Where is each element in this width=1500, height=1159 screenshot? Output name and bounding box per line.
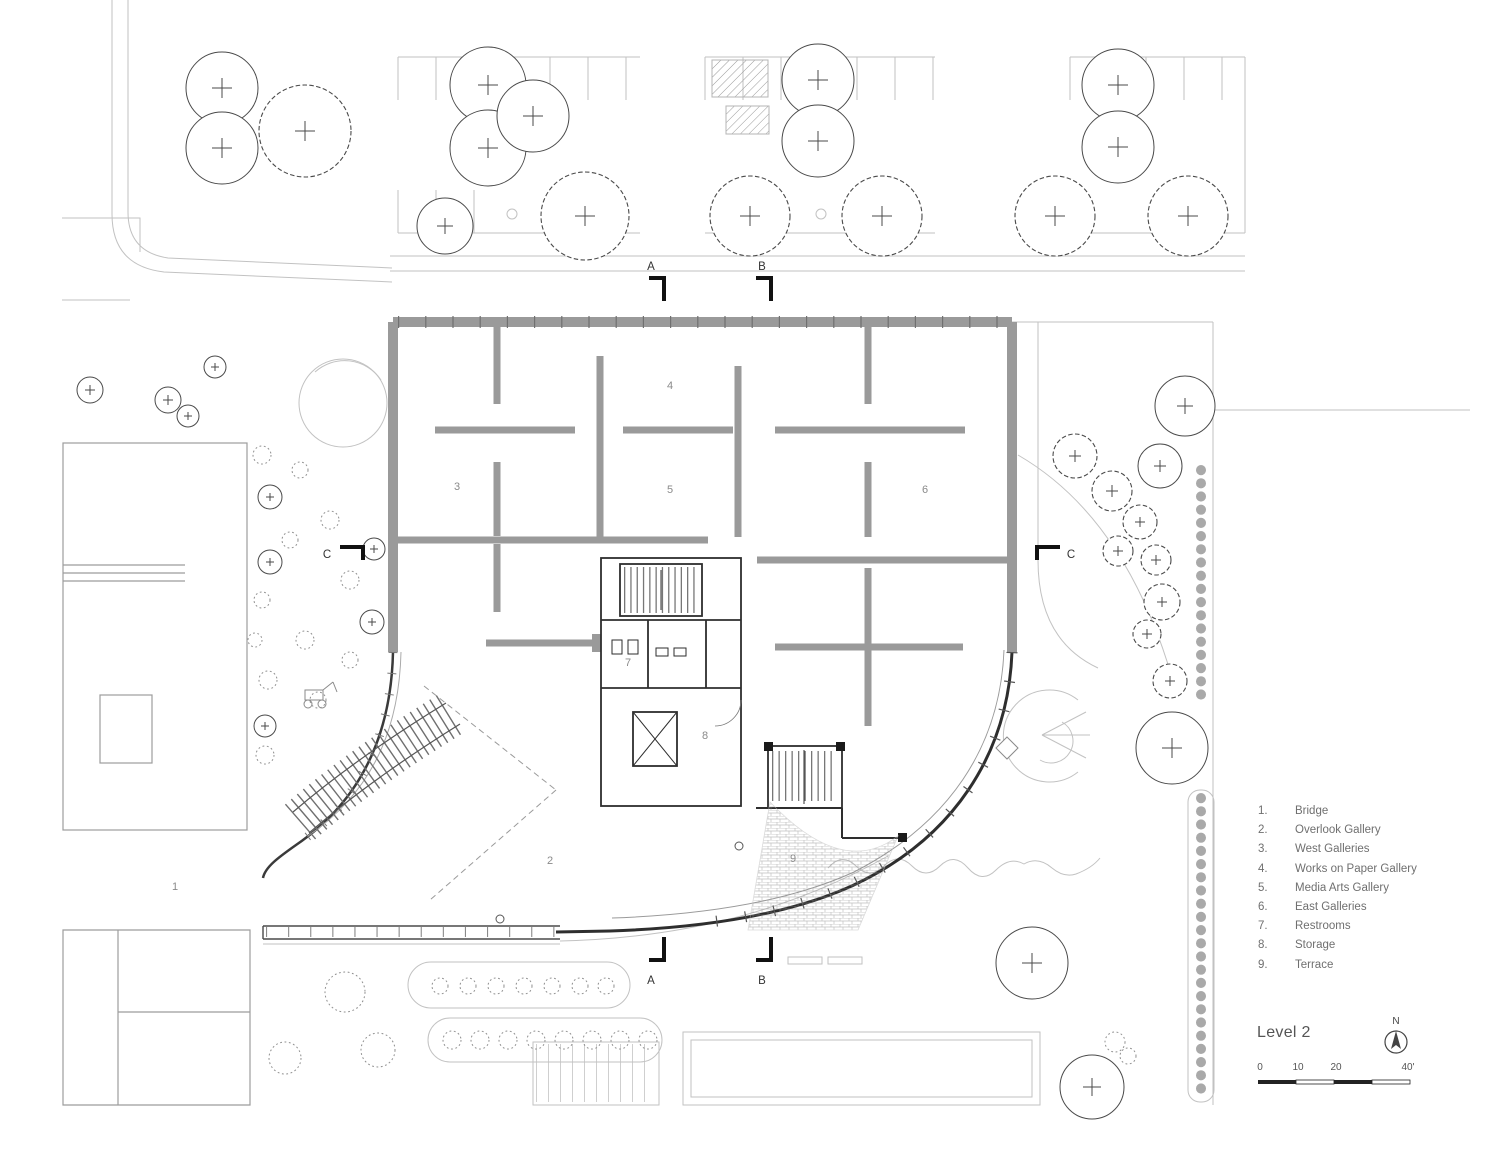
legend: 1. Bridge 2. Overlook Gallery 3. West Ga… xyxy=(1258,802,1417,975)
legend-item-number: 3. xyxy=(1258,843,1268,856)
scale-segment xyxy=(1334,1080,1372,1084)
section-mark-a-top xyxy=(649,276,666,301)
legend-item-restrooms: 7. Restrooms xyxy=(1258,917,1417,936)
scale-bar: 0 10 20 40' xyxy=(1257,1062,1415,1085)
room-label-7: 7 xyxy=(625,657,631,669)
room-label-8: 8 xyxy=(702,730,708,742)
legend-item-label: Terrace xyxy=(1295,958,1334,971)
adjacent-buildings-layer xyxy=(62,442,1041,1106)
section-letter-c-left: C xyxy=(323,549,331,561)
legend-item-number: 1. xyxy=(1258,805,1268,817)
scale-tick-10: 10 xyxy=(1292,1062,1304,1073)
room-label-1: 1 xyxy=(172,881,178,893)
section-mark-c-left xyxy=(340,545,365,560)
scalloped-tree-icons xyxy=(258,84,1229,699)
section-mark-a-bottom xyxy=(649,937,666,962)
legend-item-storage: 8. Storage xyxy=(1258,936,1417,955)
scale-segment xyxy=(1371,1079,1411,1085)
legend-item-label: Works on Paper Gallery xyxy=(1295,862,1417,875)
section-letter-b-bottom: B xyxy=(758,975,766,987)
section-mark-c-right xyxy=(1035,545,1060,560)
legend-item-number: 5. xyxy=(1258,881,1268,894)
room-label-4: 4 xyxy=(667,380,673,392)
north-arrow-label: N xyxy=(1392,1016,1399,1027)
service-core xyxy=(600,557,742,807)
scale-tick-40: 40' xyxy=(1401,1062,1414,1073)
legend-item-works-on-paper-gallery: 4. Works on Paper Gallery xyxy=(1258,860,1417,879)
scale-tick-20: 20 xyxy=(1330,1062,1342,1073)
shrubs-layer xyxy=(247,445,1137,1075)
section-markers: A B A B C C xyxy=(323,261,1075,987)
scale-tick-0: 0 xyxy=(1257,1062,1263,1073)
room-label-2: 2 xyxy=(547,855,553,867)
scale-segment xyxy=(1258,1080,1296,1084)
north-arrow-needle xyxy=(1391,1031,1401,1049)
trees-layer xyxy=(76,43,1229,1120)
section-letter-c-right: C xyxy=(1067,549,1075,561)
legend-item-bridge: 1. Bridge xyxy=(1258,802,1417,821)
bridge xyxy=(262,841,744,945)
legend-item-label: Restrooms xyxy=(1295,920,1351,933)
round-tree-icons xyxy=(76,43,1216,1120)
curved-stair xyxy=(284,685,557,901)
legend-item-label: Media Arts Gallery xyxy=(1295,881,1389,894)
scale-segment xyxy=(1295,1079,1335,1085)
room-label-5: 5 xyxy=(667,484,673,496)
legend-item-label: Overlook Gallery xyxy=(1295,824,1381,837)
legend-item-east-galleries: 6. East Galleries xyxy=(1258,898,1417,917)
legend-item-label: Storage xyxy=(1295,939,1336,952)
room-label-3: 3 xyxy=(454,481,460,493)
legend-item-overlook-gallery: 2. Overlook Gallery xyxy=(1258,821,1417,840)
legend-item-media-arts-gallery: 5. Media Arts Gallery xyxy=(1258,879,1417,898)
equipment-icon xyxy=(303,681,338,709)
room-labels: 1 2 3 4 5 6 7 8 9 xyxy=(172,380,928,893)
legend-item-number: 4. xyxy=(1258,862,1268,875)
legend-item-number: 7. xyxy=(1258,920,1268,933)
legend-item-number: 8. xyxy=(1258,939,1268,952)
section-mark-b-bottom xyxy=(756,937,773,962)
legend-item-number: 6. xyxy=(1258,901,1268,914)
section-letter-a-top: A xyxy=(647,261,655,273)
legend-item-label: West Galleries xyxy=(1295,843,1370,856)
north-arrow: N xyxy=(1384,1016,1408,1054)
legend-item-terrace: 9. Terrace xyxy=(1258,956,1417,975)
legend-item-west-galleries: 3. West Galleries xyxy=(1258,840,1417,859)
sheet-title: Level 2 xyxy=(1257,1024,1311,1041)
room-label-6: 6 xyxy=(922,484,928,496)
landscape-layer xyxy=(298,358,1215,1103)
section-letter-b-top: B xyxy=(758,261,766,273)
section-mark-b-top xyxy=(756,276,773,301)
legend-item-label: Bridge xyxy=(1295,805,1329,817)
legend-item-number: 9. xyxy=(1258,958,1268,971)
terrace-paving xyxy=(747,801,899,931)
room-label-9: 9 xyxy=(790,853,796,865)
legend-item-label: East Galleries xyxy=(1295,901,1367,914)
legend-item-number: 2. xyxy=(1258,824,1268,837)
section-letter-a-bottom: A xyxy=(647,975,655,987)
